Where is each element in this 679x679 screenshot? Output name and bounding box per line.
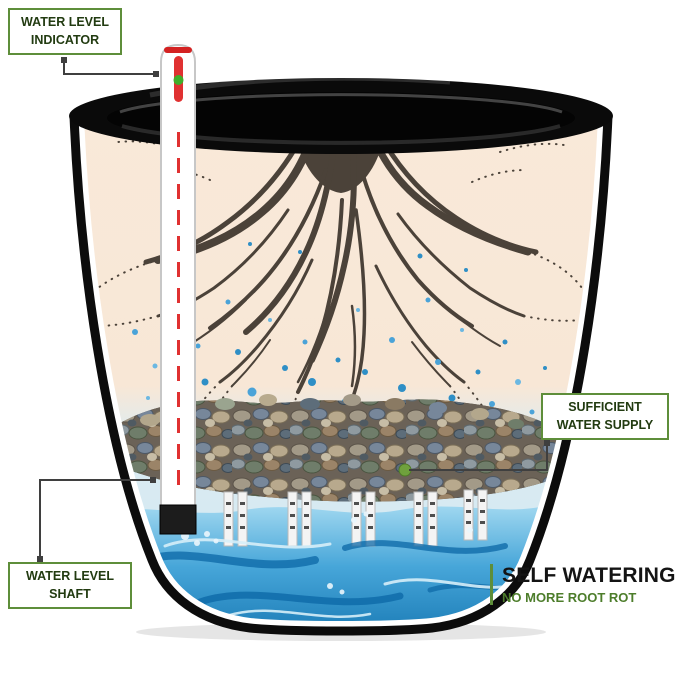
- callout-water-level-indicator-line2: INDICATOR: [30, 32, 100, 47]
- callout-water-level-shaft-line2: SHAFT: [49, 586, 91, 601]
- callout-sufficient-water-supply-line2: WATER SUPPLY: [556, 417, 654, 432]
- inner-pot-feet: [223, 489, 488, 547]
- tagline-subtitle: NO MORE ROOT ROT: [502, 590, 637, 605]
- connector-indicator: [63, 57, 159, 75]
- callout-sufficient-water-supply: SUFFICIENT WATER SUPPLY: [541, 393, 669, 440]
- callout-water-level-indicator-line1: WATER LEVEL: [21, 15, 109, 29]
- callout-water-level-indicator: WATER LEVEL INDICATOR: [8, 8, 122, 55]
- indicator-max-mark: [164, 47, 192, 53]
- indicator-green-dot: [173, 75, 184, 85]
- callout-water-level-shaft: WATER LEVEL SHAFT: [8, 562, 132, 609]
- connector-lines: [37, 57, 550, 562]
- tagline: SELF WATERING NO MORE ROOT ROT: [490, 564, 676, 605]
- connector-shaft: [39, 479, 156, 562]
- connector-supply: [409, 442, 548, 471]
- callout-sufficient-water-supply-line1: SUFFICIENT: [568, 400, 642, 414]
- gravel-layer: [100, 394, 575, 502]
- water-level-shaft: [159, 43, 197, 535]
- tagline-title: SELF WATERING: [502, 564, 676, 587]
- pot-rim: [69, 75, 613, 154]
- callout-water-level-shaft-line1: WATER LEVEL: [26, 569, 114, 583]
- water-level-indicator-head: [164, 47, 192, 102]
- shaft-float-base: [159, 504, 197, 535]
